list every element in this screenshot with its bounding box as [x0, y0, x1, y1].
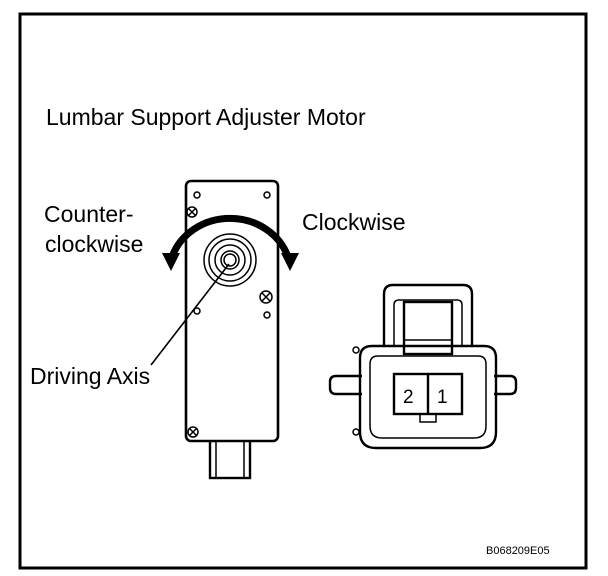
mount-hole — [193, 191, 201, 199]
figure-code: B068209E05 — [486, 545, 550, 557]
diagram-title: Lumbar Support Adjuster Motor — [46, 104, 366, 130]
counterclockwise-label-line1: Counter- — [44, 201, 133, 227]
driving-axis-leader — [150, 263, 230, 366]
rotation-arrows — [162, 214, 299, 271]
motor — [184, 179, 280, 480]
clockwise-label: Clockwise — [302, 209, 406, 235]
driving-axis-label: Driving Axis — [30, 363, 150, 389]
mount-hole — [193, 307, 201, 315]
connector-lock — [402, 300, 454, 356]
driving-axis-shaft — [203, 233, 257, 287]
screw-icon — [186, 206, 198, 218]
connector-housing — [358, 344, 498, 450]
diagram-frame — [18, 12, 588, 570]
mount-hole — [263, 191, 271, 199]
counterclockwise-arrow-icon — [162, 253, 180, 271]
screw-icon — [187, 426, 199, 438]
motor-housing — [184, 179, 280, 443]
mount-hole — [263, 311, 271, 319]
counterclockwise-label-line2: clockwise — [45, 231, 143, 257]
clockwise-arrow-icon — [281, 253, 299, 271]
screw-icon — [259, 290, 273, 304]
pin-label-2: 2 — [403, 387, 414, 408]
pin-label-1: 1 — [437, 387, 448, 408]
terminal-key — [419, 413, 437, 423]
connector: 2 1 — [328, 283, 518, 450]
